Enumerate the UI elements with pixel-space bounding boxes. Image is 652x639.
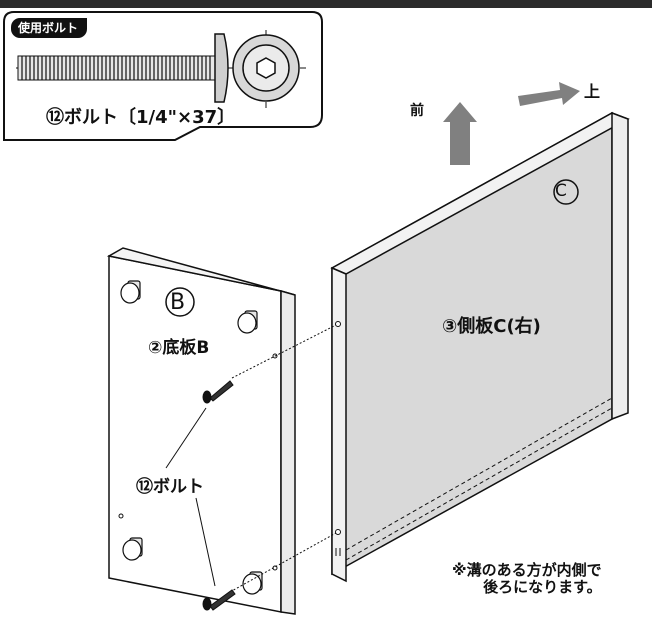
bottom-board-label: ②底板B (148, 338, 210, 358)
side-board-label: ③側板C(右) (442, 316, 541, 337)
front-arrow (443, 102, 477, 165)
panel-c-letter: C (555, 181, 567, 201)
bolt-caption: ⑫ボルト〔1/4"×37〕 (46, 107, 236, 128)
groove-note: ※溝のある方が内側で 後ろになります。 (452, 562, 602, 596)
bolt-part-label: ⑫ボルト (136, 477, 204, 497)
up-arrow (518, 82, 580, 106)
groove-note-line2: 後ろになります。 (483, 578, 602, 596)
top-bar (0, 0, 652, 8)
bottom-panel-b (106, 247, 296, 615)
direction-up-label: 上 (584, 82, 601, 101)
caster-icon (120, 280, 263, 595)
direction-front-label: 前 (410, 103, 424, 119)
panel-b-letter: B (170, 290, 186, 315)
groove-note-line1: ※溝のある方が内側で (452, 561, 602, 579)
side-panel-c (330, 111, 630, 583)
bolt-head-view (228, 30, 306, 108)
bolt-icon (202, 380, 236, 611)
used-bolt-badge: 使用ボルト (11, 18, 88, 38)
bolt-side-view (16, 33, 246, 103)
